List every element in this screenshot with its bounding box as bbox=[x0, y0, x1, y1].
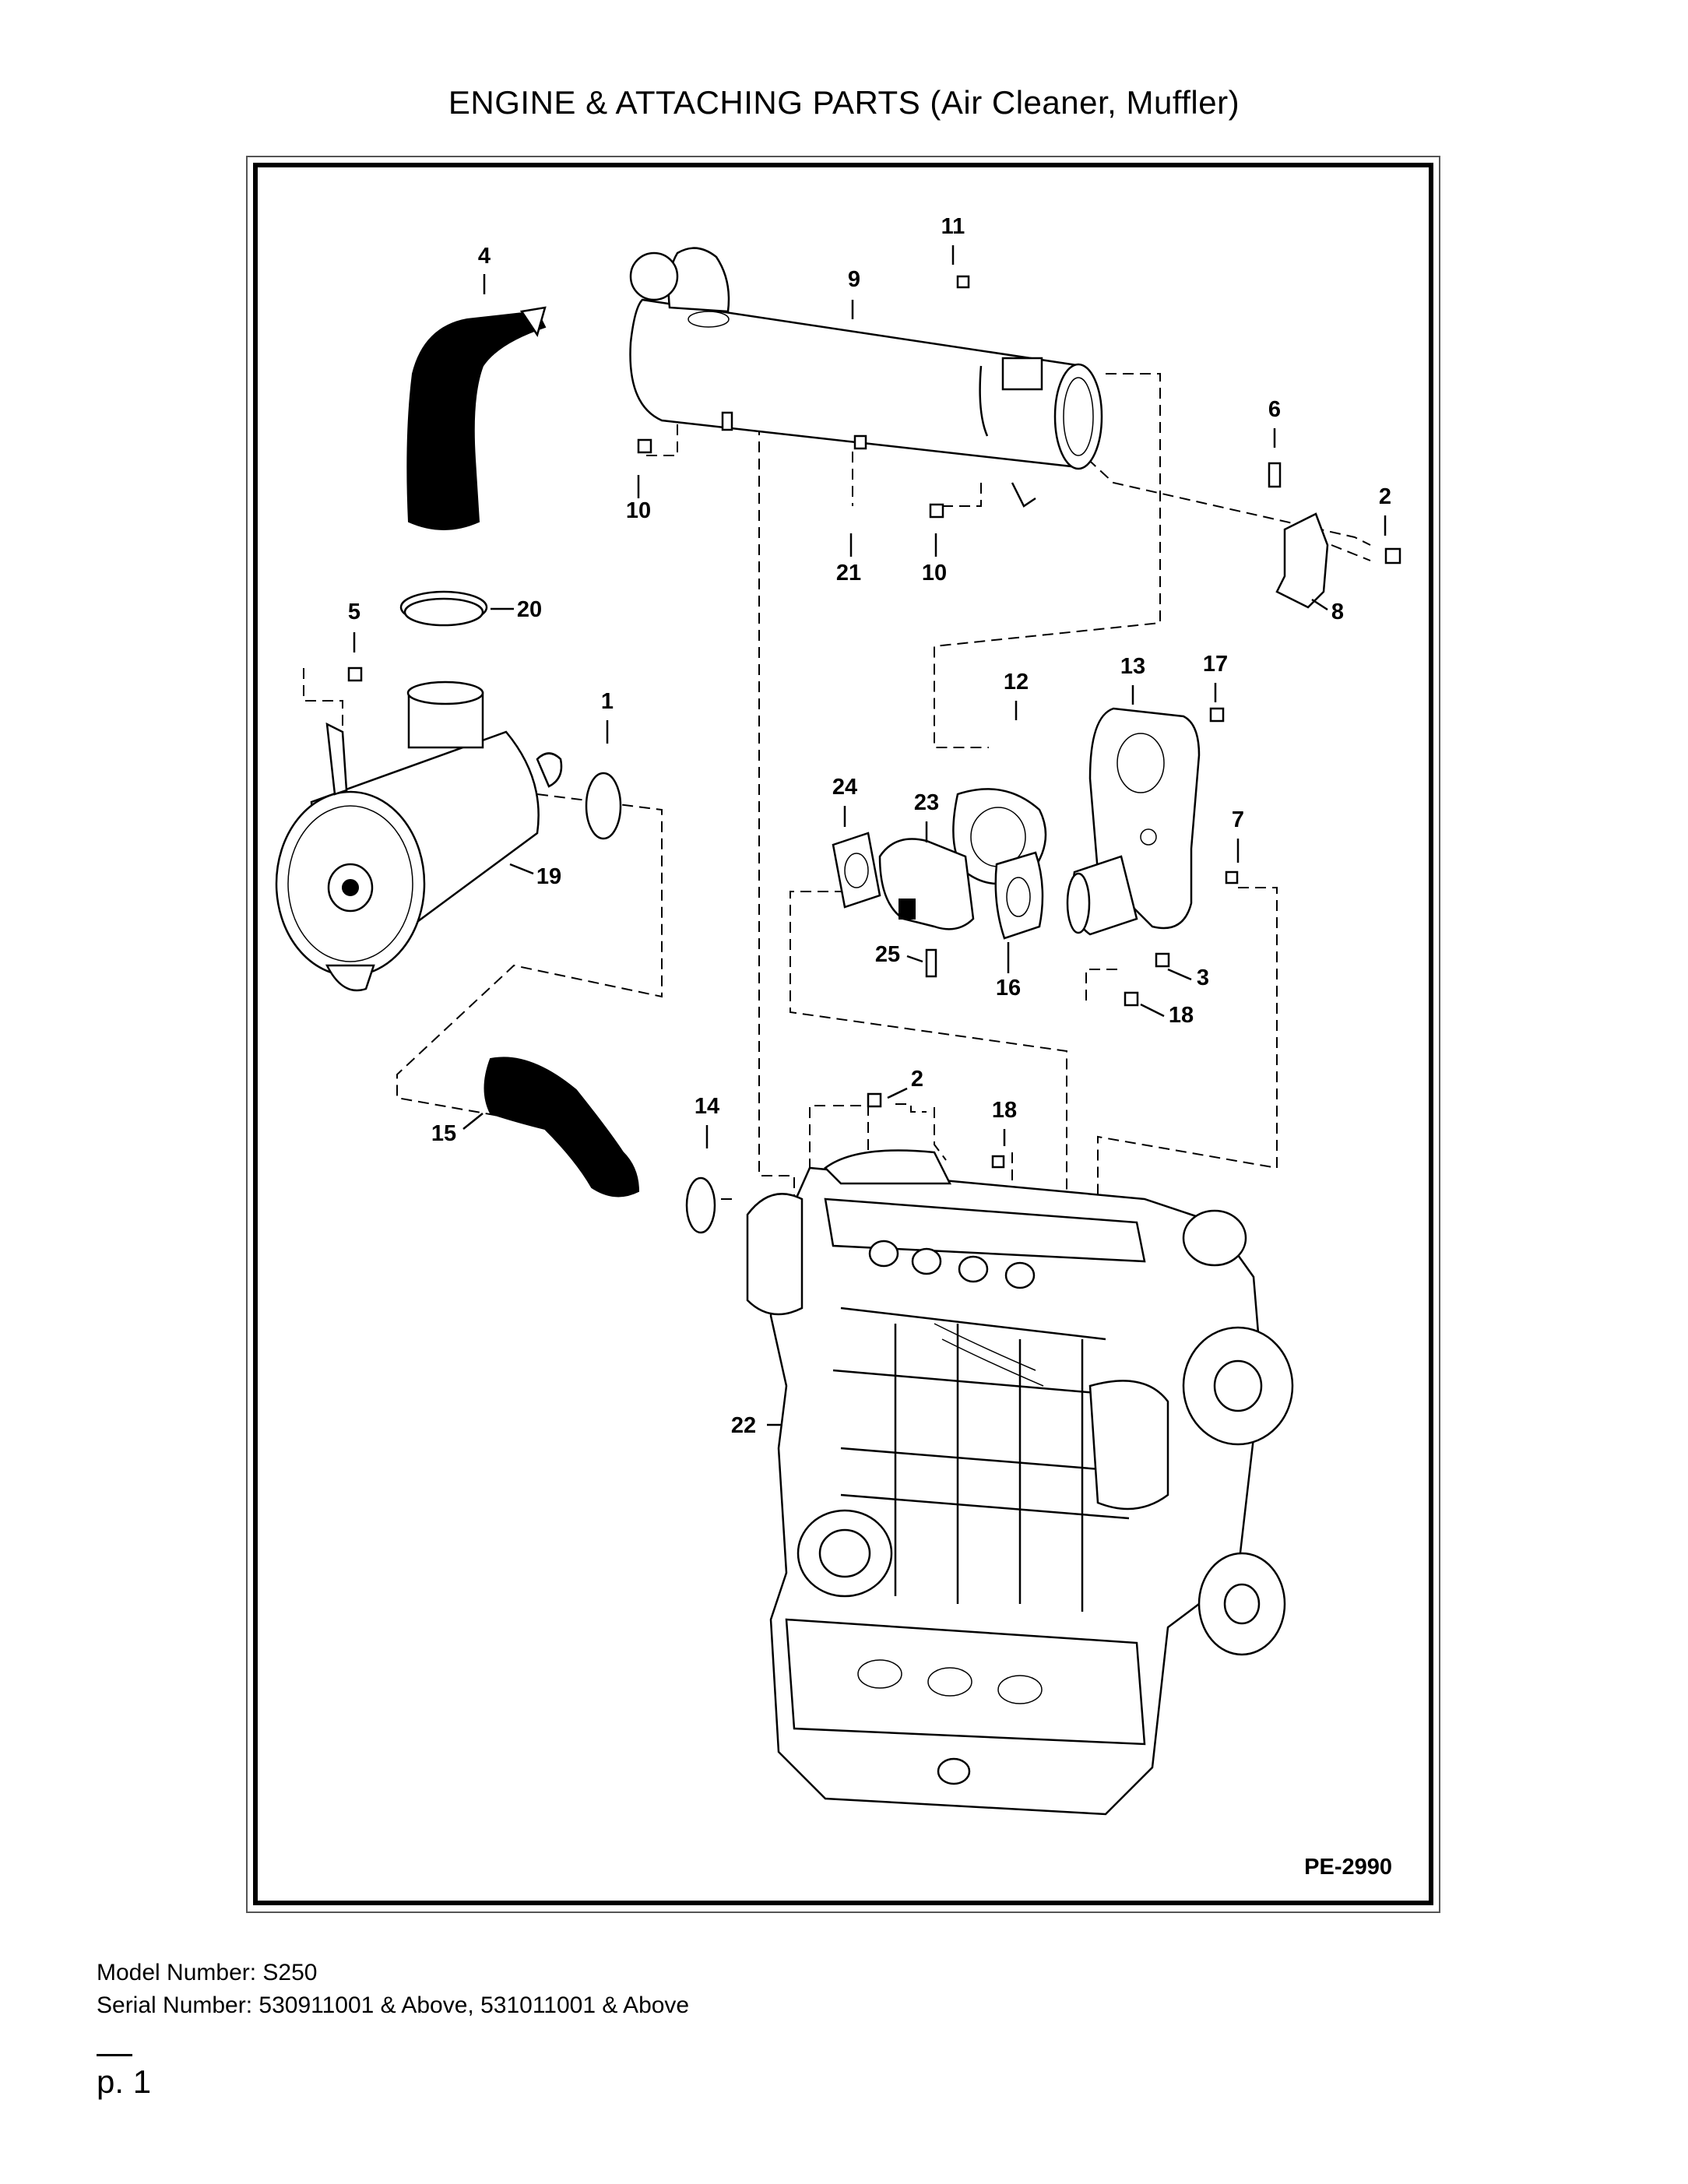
callout-16: 16 bbox=[996, 976, 1021, 1001]
manifold-parts bbox=[832, 832, 1044, 940]
callout-12: 12 bbox=[1004, 670, 1029, 695]
callout-18b: 18 bbox=[992, 1098, 1017, 1123]
air-cleaner bbox=[275, 681, 563, 992]
callout-18a: 18 bbox=[1169, 1003, 1194, 1028]
callout-8: 8 bbox=[1331, 600, 1344, 624]
callout-9: 9 bbox=[848, 267, 860, 292]
callout-2a: 2 bbox=[1379, 484, 1391, 509]
intake-hose bbox=[484, 1057, 640, 1198]
callout-5-label: 5 bbox=[348, 600, 360, 624]
callout-10b: 10 bbox=[922, 561, 947, 586]
callout-11: 11 bbox=[941, 214, 965, 239]
model-info: Model Number: S250 Serial Number: 530911… bbox=[97, 1957, 689, 2022]
muffler bbox=[629, 247, 1103, 508]
callout-25: 25 bbox=[875, 942, 900, 967]
figure-frame bbox=[253, 163, 1433, 1905]
bracket-8 bbox=[1275, 512, 1329, 609]
callout-19: 19 bbox=[536, 864, 561, 889]
callout-23: 23 bbox=[914, 790, 939, 815]
callout-3: 3 bbox=[1197, 965, 1209, 990]
page-title: ENGINE & ATTACHING PARTS (Air Cleaner, M… bbox=[448, 84, 1240, 121]
callout-14: 14 bbox=[695, 1094, 719, 1119]
drawing-id: PE-2990 bbox=[1304, 1855, 1392, 1880]
callout-21: 21 bbox=[836, 561, 861, 586]
callout-13: 13 bbox=[1120, 654, 1145, 679]
callout-10a: 10 bbox=[626, 498, 651, 523]
callout-2b: 2 bbox=[911, 1067, 923, 1092]
engine-block bbox=[746, 1149, 1294, 1816]
figure-frame-outer bbox=[246, 156, 1440, 1913]
page-rule bbox=[97, 2054, 132, 2056]
callouts: 11 4 9 6 2 10 21 10 8 5 5 20 12 13 17 1 … bbox=[348, 214, 1391, 1438]
callout-7: 7 bbox=[1232, 807, 1244, 832]
clamp-14 bbox=[685, 1176, 716, 1234]
clamp-1 bbox=[585, 772, 622, 840]
fasteners bbox=[347, 275, 1401, 1169]
clamp-20 bbox=[399, 590, 488, 627]
callout-17: 17 bbox=[1203, 652, 1228, 677]
callout-4: 4 bbox=[478, 244, 491, 269]
callout-24: 24 bbox=[832, 775, 857, 800]
model-number: Model Number: S250 bbox=[97, 1960, 318, 1985]
callout-22: 22 bbox=[731, 1413, 756, 1438]
callout-20: 20 bbox=[517, 597, 542, 622]
callout-1: 1 bbox=[601, 689, 614, 714]
callout-15: 15 bbox=[431, 1121, 456, 1146]
intake-elbow bbox=[406, 306, 547, 530]
serial-number: Serial Number: 530911001 & Above, 531011… bbox=[97, 1992, 690, 2018]
callout-6: 6 bbox=[1268, 397, 1281, 422]
page-number: p. 1 bbox=[97, 2063, 152, 2100]
exhaust-flange bbox=[1066, 707, 1201, 936]
